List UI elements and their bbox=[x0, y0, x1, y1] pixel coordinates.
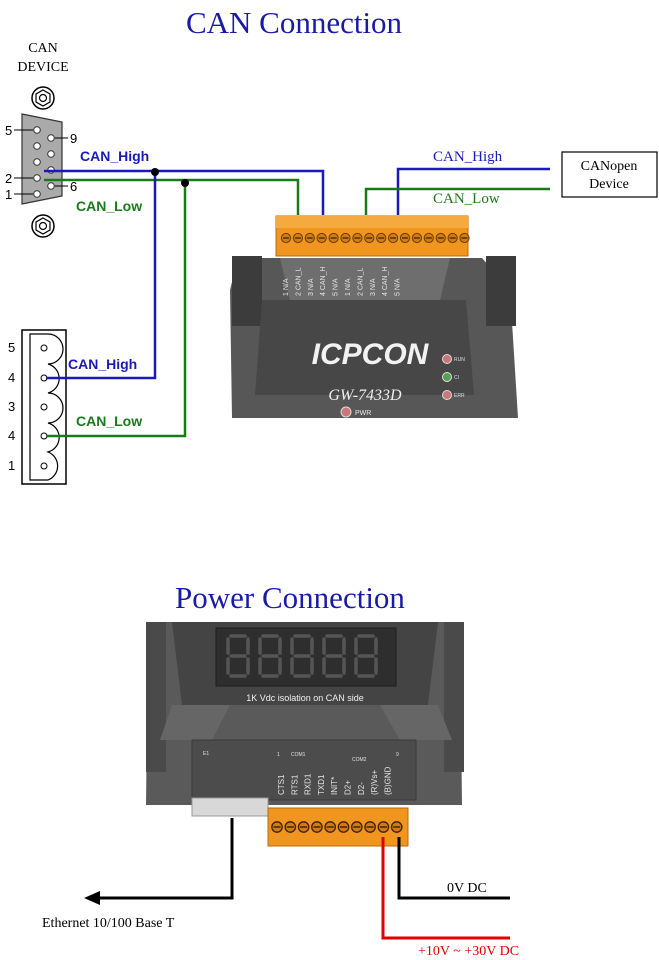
pin-last-label: 9 bbox=[396, 752, 399, 758]
power-terminal-screws bbox=[271, 821, 403, 833]
ethernet-cable bbox=[96, 818, 234, 900]
db9-pin-label-9: 9 bbox=[70, 131, 77, 146]
model-label: GW-7433D bbox=[328, 387, 402, 404]
gateway-terminal-label: 5 N/A bbox=[333, 278, 340, 296]
db9-pin-label-1: 1 bbox=[5, 187, 12, 202]
err-led-icon bbox=[442, 390, 452, 400]
power-pin-label: D2+ bbox=[344, 780, 353, 795]
left-can-high-label-2: CAN_High bbox=[68, 356, 137, 372]
db9-connector bbox=[14, 86, 68, 238]
ethernet-arrow-icon bbox=[84, 891, 100, 905]
terminal-pin-label-4: 4 bbox=[8, 370, 15, 385]
terminal-connector bbox=[21, 329, 67, 485]
power-pin-label: D2- bbox=[357, 782, 366, 795]
gnd-label: 0V DC bbox=[447, 881, 487, 896]
ci-led-label: CI bbox=[454, 375, 459, 381]
left-can-low-label-2: CAN_Low bbox=[76, 413, 142, 429]
com1-label: COM1 bbox=[291, 752, 306, 758]
can-device-label-line2: DEVICE bbox=[17, 60, 68, 75]
pwr-led-icon bbox=[340, 406, 352, 418]
power-pin-label: TXD1 bbox=[317, 774, 326, 795]
power-pin-label: (B)GND bbox=[383, 766, 392, 795]
can-connection-title: CAN Connection bbox=[186, 5, 403, 40]
can-high-wire-db9 bbox=[44, 169, 325, 232]
isolation-label: 1K Vdc isolation on CAN side bbox=[246, 693, 364, 703]
gateway-terminal-label: 2 CAN_L bbox=[295, 267, 302, 296]
left-can-low-label-1: CAN_Low bbox=[76, 198, 142, 214]
db9-pin-label-5: 5 bbox=[5, 123, 12, 138]
db9-pin-label-2: 2 bbox=[5, 171, 12, 186]
right-can-high-wire bbox=[396, 167, 550, 232]
gateway-terminal-label: 2 CAN_L bbox=[357, 267, 364, 296]
seven-segment-display bbox=[226, 634, 378, 678]
canopen-device-box bbox=[561, 151, 658, 198]
db9-pin-label-6: 6 bbox=[70, 179, 77, 194]
power-pin-label: RXD1 bbox=[304, 773, 313, 795]
right-can-high-label: CAN_High bbox=[433, 149, 503, 165]
left-can-high-label-1: CAN_High bbox=[80, 148, 149, 164]
e1-label: E1 bbox=[203, 751, 209, 757]
canopen-device-label-1: CANopen bbox=[581, 159, 638, 174]
ci-led-icon bbox=[442, 372, 452, 382]
power-connection-title: Power Connection bbox=[175, 580, 405, 615]
power-pin-label: INIT* bbox=[330, 777, 339, 795]
power-pin-label: CTS1 bbox=[277, 774, 286, 795]
terminal-pin-label-5: 5 bbox=[8, 340, 15, 355]
ethernet-label: Ethernet 10/100 Base T bbox=[42, 916, 175, 931]
can-high-wire-terminal bbox=[46, 171, 157, 380]
run-led-icon bbox=[442, 354, 452, 364]
power-pin-label: (R)Vs+ bbox=[370, 770, 379, 795]
gnd-wire bbox=[397, 837, 510, 900]
gw-7433d-module bbox=[195, 215, 518, 420]
gateway-terminal-label: 3 N/A bbox=[370, 278, 377, 296]
canopen-device-label-2: Device bbox=[589, 177, 629, 192]
vs-wire bbox=[381, 837, 510, 940]
power-pin-label: RTS1 bbox=[290, 774, 299, 795]
can-low-wire-terminal bbox=[46, 183, 187, 438]
gateway-terminal-label: 3 N/A bbox=[308, 278, 315, 296]
gateway-terminal-label: 5 N/A bbox=[395, 278, 402, 296]
can-high-junction bbox=[151, 168, 159, 176]
pwr-led-label: PWR bbox=[355, 410, 371, 417]
gateway-terminal-screws bbox=[280, 232, 470, 244]
pin-first-label: 1 bbox=[277, 752, 280, 758]
gateway-terminal-label: 1 N/A bbox=[283, 278, 290, 296]
can-low-junction bbox=[181, 179, 189, 187]
terminal-pin-label-2: 4 bbox=[8, 428, 15, 443]
can-low-wire-db9 bbox=[44, 178, 300, 232]
run-led-label: RUN bbox=[454, 357, 465, 363]
right-can-low-label: CAN_Low bbox=[433, 191, 500, 207]
power-pin-labels: CTS1 RTS1 RXD1 TXD1 INIT* D2+ D2- (R)Vs+ (B)GND bbox=[277, 766, 392, 795]
com2-label: COM2 bbox=[352, 757, 367, 763]
gateway-terminal-label: 4 CAN_H bbox=[382, 266, 389, 296]
gateway-terminal-label: 1 N/A bbox=[345, 278, 352, 296]
err-led-label: ERR bbox=[454, 393, 465, 399]
gateway-terminal-label: 4 CAN_H bbox=[320, 266, 327, 296]
terminal-pin-label-3: 3 bbox=[8, 399, 15, 414]
terminal-pin-label-1: 1 bbox=[8, 458, 15, 473]
vs-label: +10V ~ +30V DC bbox=[418, 944, 519, 959]
gateway-terminal-labels: 1 N/A 2 CAN_L 3 N/A 4 CAN_H 5 N/A 1 N/A 2 CAN_… bbox=[283, 266, 402, 296]
icpcon-logo: ICPCON bbox=[312, 338, 430, 371]
can-device-label-line1: CAN bbox=[28, 41, 58, 56]
